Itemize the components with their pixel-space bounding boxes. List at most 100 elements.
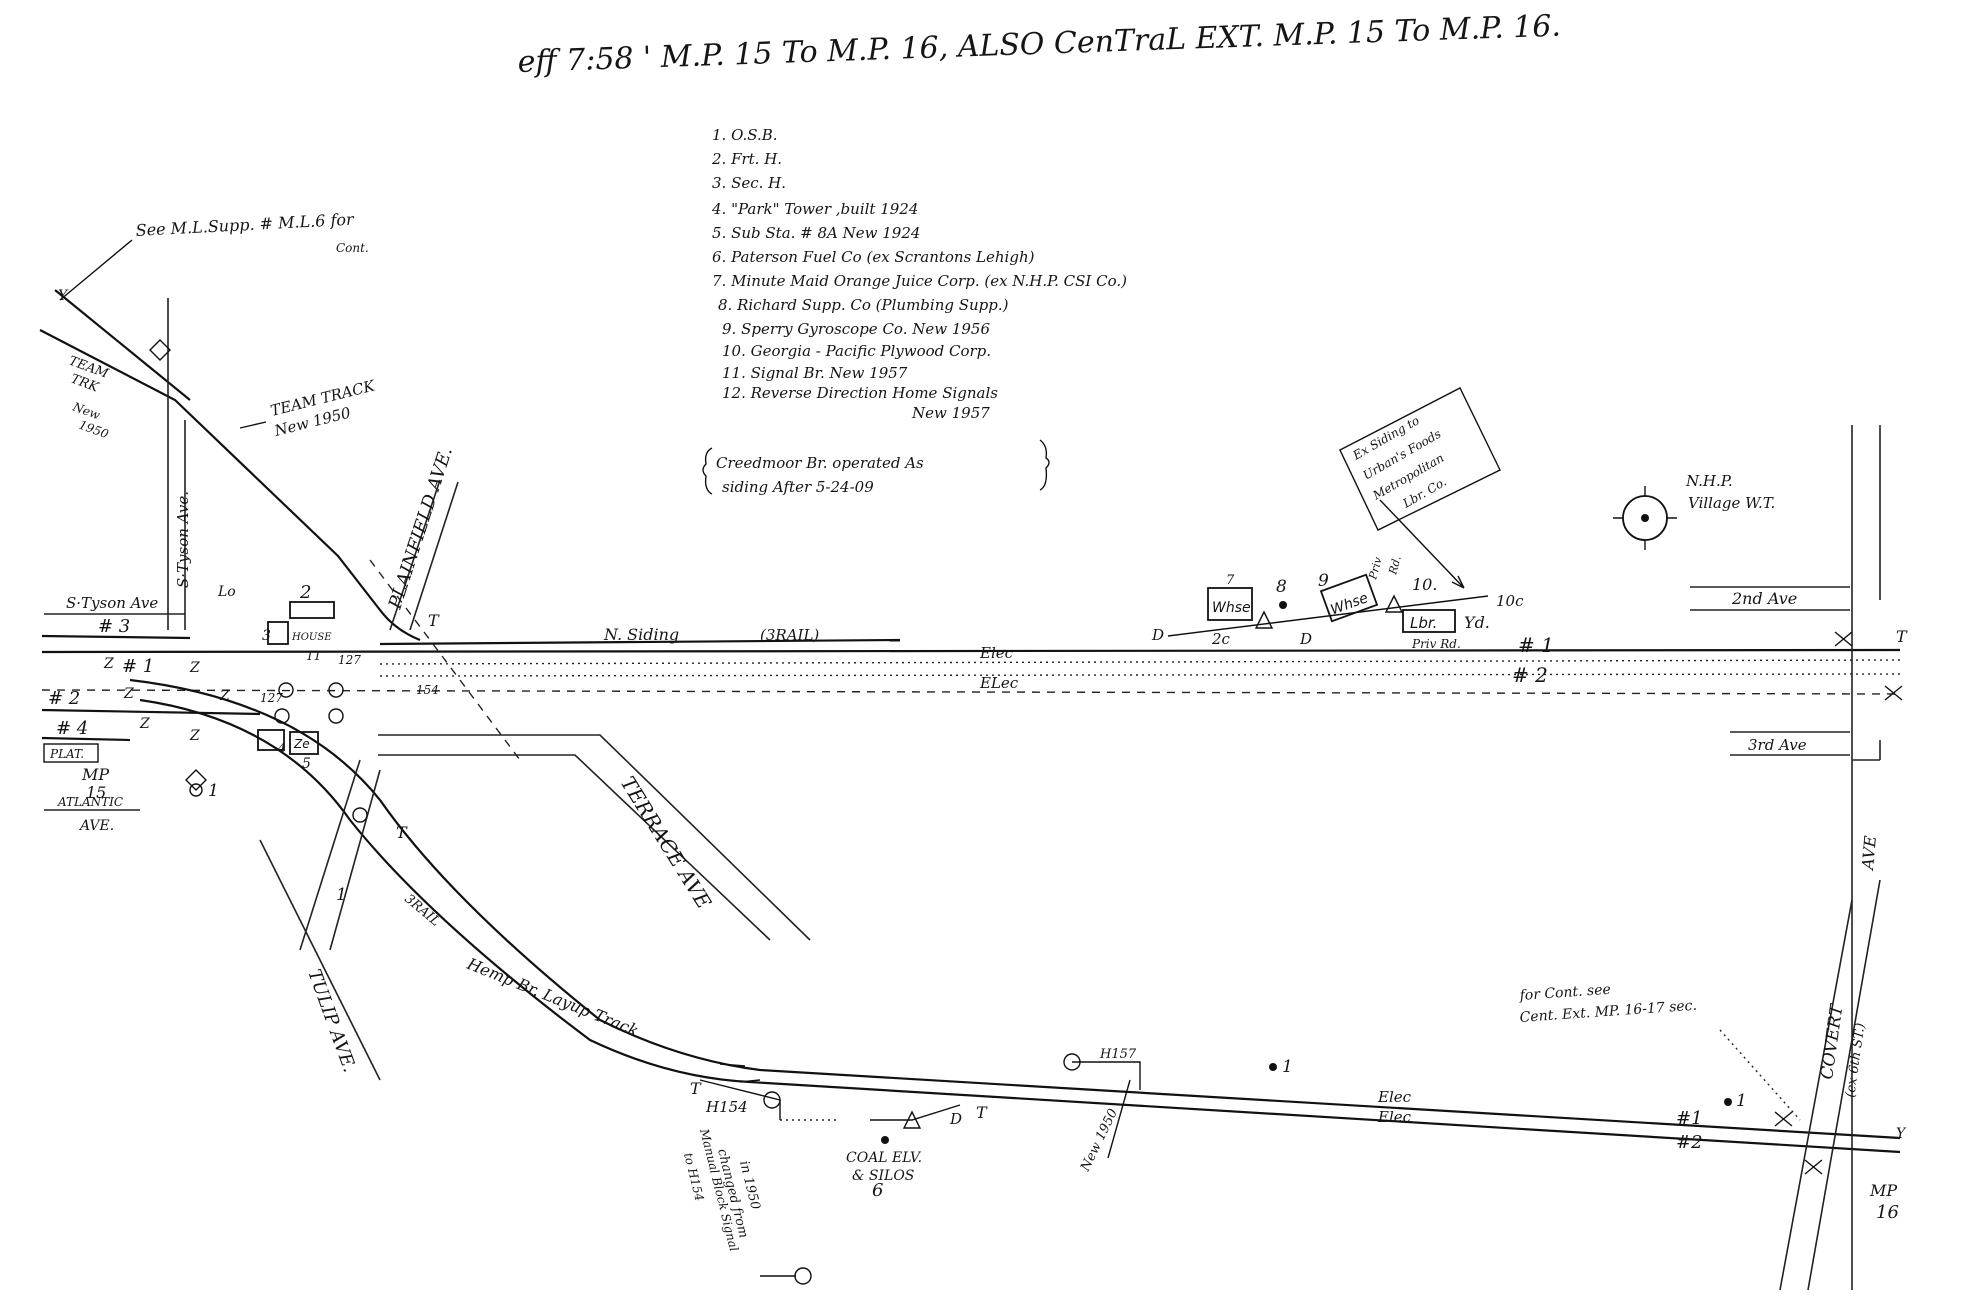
elec-label: Elec [1377,1088,1412,1106]
derail-marker [1384,594,1404,613]
roads [44,298,1881,1291]
num-1: 1 [1282,1057,1293,1077]
legend-item: 1. O.S.B. [712,126,778,144]
num-1: 1 [336,885,347,905]
track-1-bottom-label: #1 [1676,1108,1703,1129]
derail-marker [1254,610,1274,629]
plainfield-road-left [389,479,441,631]
legend-item: 5. Sub Sta. # 8A New 1924 [712,224,920,242]
street-s-tyson: S·Tyson Ave [66,594,158,612]
elec-line-lower [379,673,1901,677]
whse-7-label: Whse [1212,600,1251,616]
track-2-label: # 2 [48,688,80,709]
yd-label: Yd. [1464,613,1490,632]
see-ml-leader [59,239,133,301]
tower-diamond [149,339,171,361]
brace-right [1039,439,1050,491]
t-marker: T [690,1079,702,1098]
hemp-branch-outer [129,678,1901,1140]
street-atlantic: ATLANTIC [57,795,123,809]
z-marker: Z [103,656,114,672]
ze-box-label: Ze [293,737,310,751]
t-marker: T [1896,627,1908,646]
track-3 [41,634,191,640]
see-ml-note: See M.L.Supp. # M.L.6 for [135,210,355,240]
ze-box [289,731,319,755]
freight-house [289,601,335,619]
bldg-num-6: 6 [872,1180,883,1201]
marker-dot [1279,601,1287,609]
2c-label: 2c [1211,630,1231,648]
diagram-title: eff 7:58 ' M.P. 15 To M.P. 16, ALSO CenT… [517,9,1561,80]
z-marker: Z [123,686,134,702]
elec-line-upper [379,659,1901,665]
track-1 [41,648,1901,654]
h154-mast [699,1079,781,1120]
elec-label: Elec [1377,1108,1412,1126]
h157-mast [1072,1061,1141,1090]
signal-127-label: 127 [338,653,361,667]
whse-9-building [1319,573,1379,623]
street-3rd-ave: 3rd Ave [1748,736,1807,754]
three-rail-label: (3RAIL) [760,626,819,644]
covert-road-right [1807,879,1881,1291]
coal-elevator-label: & SILOS [852,1168,914,1184]
z-marker: Z [189,660,200,676]
n-siding-label: N. Siding [603,625,679,644]
track-4 [41,736,131,742]
y-marker: Y [58,288,69,304]
legend-item: 11. Signal Br. New 1957 [722,364,908,382]
d-marker: D [1299,630,1312,648]
t-marker: T [428,611,440,630]
mp15-label: 15 [86,783,106,802]
legend-item: 6. Paterson Fuel Co (ex Scrantons Lehigh… [712,248,1035,266]
legend-item: 4. "Park" Tower ,built 1924 [711,200,918,218]
track-1-label: # 1 [122,656,154,677]
marker-dot [1724,1098,1732,1106]
ex-siding-box [1339,387,1501,531]
mp16-label: MP [1869,1181,1897,1200]
t-marker: T [976,1103,988,1122]
signal-head-bottom [794,1267,812,1285]
tulip-road-right [329,769,381,951]
d-marker: D [1151,626,1164,644]
z-marker: Z [139,716,150,732]
signal-11-label: 11 [306,649,321,663]
marker-dot [881,1136,889,1144]
num-1: 1 [1736,1091,1747,1111]
bldg-num-5: 5 [302,756,311,772]
mp15-label: MP [81,765,109,784]
track-2 [41,689,1901,695]
n-siding [379,638,901,646]
brace-left [702,447,713,495]
whse-7-building [1207,587,1253,621]
priv-rd-label: Priv Rd. [1411,637,1461,651]
street-s-tyson-vertical: S·Tyson Ave. [174,491,192,588]
ex-siding-arrow [1379,499,1465,589]
street-terrace: TERRACE AVE [616,772,717,913]
street-covert-ex: (ex 6th ST.) [1843,1022,1868,1098]
tower-diamond [185,769,207,791]
legend-item: 10. Georgia - Pacific Plywood Corp. [722,342,991,360]
track-2-lower [41,708,261,716]
n-siding-extension [1167,595,1489,637]
track-3-label: # 3 [98,616,130,637]
crossing-mark [1774,1111,1793,1127]
signal-head [328,682,344,698]
track-2-right-label: # 2 [1512,663,1548,687]
street-plainfield: PLAINFIELD AVE. [384,445,456,613]
tulip-road-diagonal [259,839,381,1081]
bldg-num-4: 4 [277,741,286,755]
tulip-road-left [299,759,361,951]
hemp-layup-label: Hemp Br. Layup Track [464,954,642,1041]
lbr-building [1402,609,1456,633]
layup-stub [719,1063,746,1067]
y-marker: Y [1896,1126,1907,1142]
changed-note: to H154 [681,1151,706,1202]
terrace-road-lower [378,754,771,941]
signal-head [274,708,290,724]
crossing-mark [1834,631,1853,647]
coal-siding [870,1104,961,1121]
z-marker: Z [189,728,200,744]
h157-label: H157 [1099,1047,1137,1062]
